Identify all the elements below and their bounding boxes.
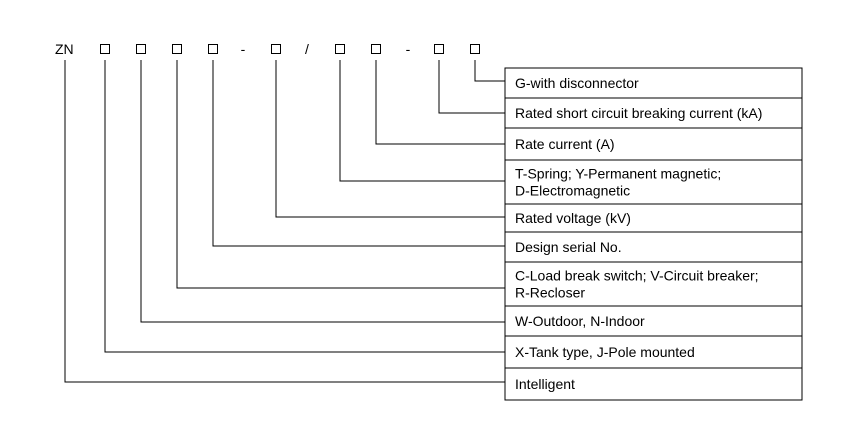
connector-line xyxy=(212,60,505,247)
code-placeholder-box xyxy=(371,44,381,54)
code-placeholder-box xyxy=(136,44,146,54)
connector-line xyxy=(375,60,505,145)
legend-label: Rate current (A) xyxy=(515,136,615,152)
legend-border xyxy=(504,67,803,401)
connector-line xyxy=(474,60,505,82)
code-placeholder-box xyxy=(434,44,444,54)
code-placeholder-box xyxy=(100,44,110,54)
legend-label: R-Recloser xyxy=(515,285,585,301)
connector-line xyxy=(275,60,505,218)
model-code-row: ZN - / - xyxy=(55,41,480,57)
legend-label: W-Outdoor, N-Indoor xyxy=(515,313,645,329)
connector-line xyxy=(64,60,505,383)
connector-line xyxy=(438,60,505,114)
legend-label: G-with disconnector xyxy=(515,75,639,91)
legend-label: D-Electromagnetic xyxy=(515,183,630,199)
code-placeholder-box xyxy=(335,44,345,54)
code-placeholder-box xyxy=(208,44,218,54)
code-dash: - xyxy=(406,41,411,57)
connector-line xyxy=(176,60,505,289)
connector-line xyxy=(104,60,505,353)
code-prefix: ZN xyxy=(55,41,74,57)
code-placeholder-box xyxy=(271,44,281,54)
legend-label: C-Load break switch; V-Circuit breaker; xyxy=(515,268,759,284)
connector-lines xyxy=(64,60,505,383)
legend-label: Design serial No. xyxy=(515,239,622,255)
code-placeholder-box xyxy=(172,44,182,54)
legend-label: X-Tank type, J-Pole mounted xyxy=(515,344,695,360)
code-slash: / xyxy=(305,41,309,57)
legend-label: Rated short circuit breaking current (kA… xyxy=(515,105,762,121)
code-dash: - xyxy=(241,41,246,57)
connector-line xyxy=(339,60,505,182)
connector-line xyxy=(140,60,505,323)
legend-label: T-Spring; Y-Permanent magnetic; xyxy=(515,166,721,182)
legend-label: Rated voltage (kV) xyxy=(515,210,631,226)
code-placeholder-box xyxy=(470,44,480,54)
legend-label: Intelligent xyxy=(515,376,575,392)
